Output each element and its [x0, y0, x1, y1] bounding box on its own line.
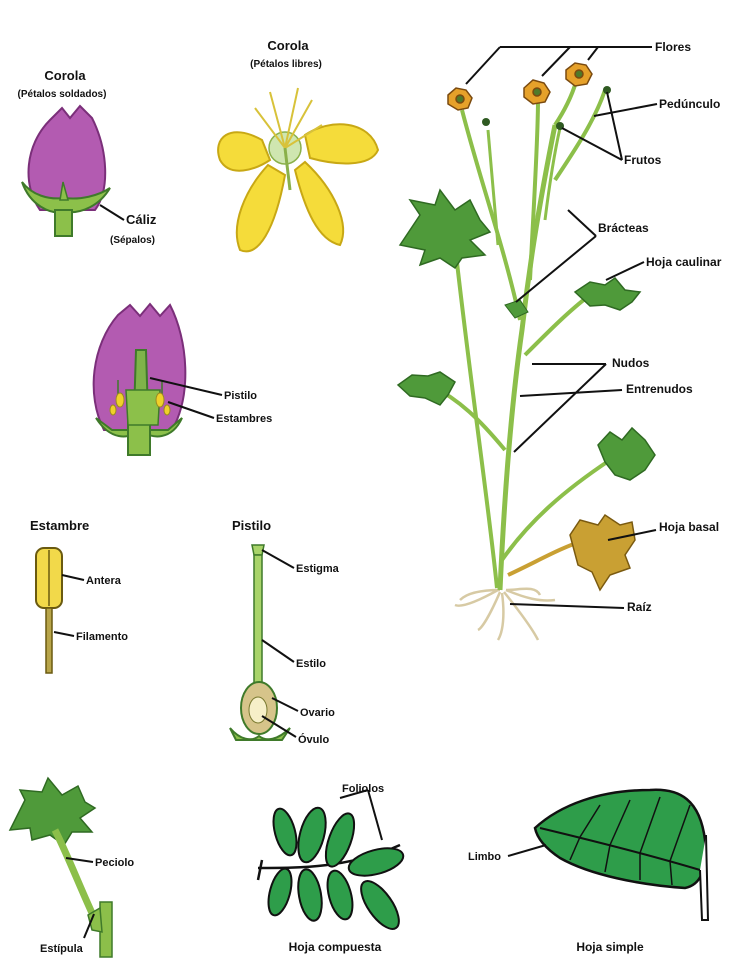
stamen-illustration: [36, 548, 62, 673]
caliz-sublabel: (Sépalos): [110, 235, 155, 246]
estigma-pointer: [262, 550, 294, 568]
ovario-label: Ovario: [300, 707, 335, 719]
caliz-label: Cáliz: [126, 212, 157, 227]
hoja-basal-label: Hoja basal: [659, 520, 719, 534]
limbo-pointer: [508, 845, 546, 856]
ovulo-label: Óvulo: [298, 733, 329, 746]
corola-libres-title: Corola: [267, 38, 309, 53]
entrenudos-label: Entrenudos: [626, 382, 693, 396]
estilo-label: Estilo: [296, 658, 326, 670]
antera-pointer: [62, 575, 84, 580]
pistilo-label: Pistilo: [224, 390, 257, 402]
antera-label: Antera: [86, 575, 122, 587]
open-flower-illustration: [218, 88, 378, 251]
flores-pointer: [466, 47, 652, 84]
corola-soldados-title: Corola: [44, 68, 86, 83]
raiz-label: Raíz: [627, 600, 652, 614]
peciolo-label: Peciolo: [95, 857, 134, 869]
hoja-simple-label: Hoja simple: [576, 940, 644, 954]
foliolos-label: Foliolos: [342, 783, 384, 795]
flores-label: Flores: [655, 40, 691, 54]
compound-leaf-illustration: [258, 805, 406, 935]
nudos-pointer: [514, 364, 606, 452]
pedunculo-pointer: [594, 104, 657, 116]
estipula-label: Estípula: [40, 943, 84, 955]
pedunculo-label: Pedúnculo: [659, 97, 720, 111]
limbo-label: Limbo: [468, 851, 501, 863]
pistilo-title: Pistilo: [232, 518, 271, 533]
pistil-illustration: [230, 545, 290, 740]
bracteas-label: Brácteas: [598, 221, 649, 235]
hoja-caulinar-label: Hoja caulinar: [646, 255, 722, 269]
closed-flower-illustration: [22, 106, 110, 236]
estilo-pointer: [262, 640, 294, 662]
filamento-pointer: [54, 632, 74, 636]
entrenudos-pointer: [520, 390, 622, 396]
filamento-label: Filamento: [76, 631, 128, 643]
corola-soldados-subtitle: (Pétalos soldados): [18, 89, 107, 100]
nudos-label: Nudos: [612, 356, 650, 370]
flower-section-illustration: [94, 304, 186, 455]
estigma-label: Estigma: [296, 563, 340, 575]
raiz-pointer: [510, 604, 624, 608]
caliz-pointer: [100, 205, 124, 220]
simple-leaf-illustration: [535, 790, 708, 920]
hoja-caulinar-pointer: [606, 262, 644, 280]
whole-plant-illustration: [398, 63, 655, 640]
frutos-label: Frutos: [624, 153, 662, 167]
estambre-title: Estambre: [30, 518, 89, 533]
estambres-label: Estambres: [216, 413, 272, 425]
corola-libres-subtitle: (Pétalos libres): [250, 59, 322, 70]
frutos-pointer: [562, 92, 622, 160]
hoja-compuesta-label: Hoja compuesta: [289, 940, 382, 954]
